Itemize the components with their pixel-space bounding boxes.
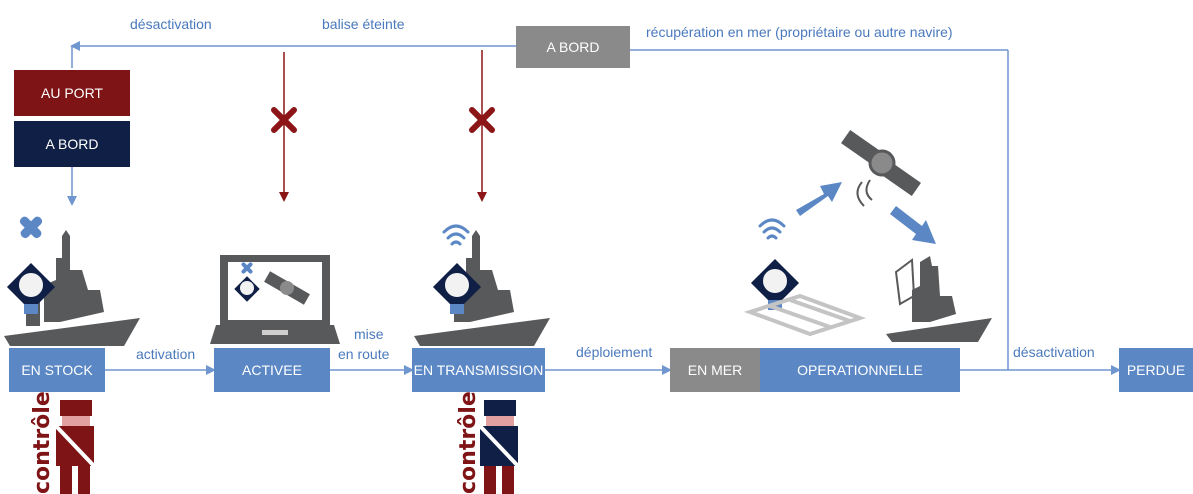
label-activation: activation xyxy=(136,346,196,362)
state-perdue: PERDUE xyxy=(1119,348,1193,392)
raft-icon xyxy=(743,293,867,337)
state-en-transmission: EN TRANSMISSION xyxy=(412,348,545,392)
arrow-icon xyxy=(796,182,842,216)
satellite-icon xyxy=(841,129,921,207)
label-desactivation-right: désactivation xyxy=(1013,344,1095,360)
cross-icon xyxy=(271,107,297,133)
state-en-stock: EN STOCK xyxy=(9,348,105,392)
label-desactivation-top: désactivation xyxy=(130,16,212,32)
guard-icon xyxy=(478,400,520,494)
beacon-icon xyxy=(750,258,800,310)
state-en-mer: EN MER xyxy=(670,348,760,392)
beacon-icon xyxy=(432,262,482,314)
a-bord-top-box: A BORD xyxy=(516,26,630,68)
controle-label-left: contrôle xyxy=(30,391,55,494)
guard-icon xyxy=(54,400,96,494)
signal-off-icon xyxy=(19,216,43,239)
state-operationnelle: OPERATIONNELLE xyxy=(760,348,960,392)
label-deploiement: déploiement xyxy=(576,344,653,360)
label-mise: mise xyxy=(354,326,384,342)
label-recuperation: récupération en mer (propriétaire ou aut… xyxy=(646,24,953,40)
label-balise-eteinte: balise éteinte xyxy=(322,16,405,32)
label-en-route: en route xyxy=(338,346,390,362)
a-bord-left-box: A BORD xyxy=(14,121,130,167)
laptop-icon xyxy=(210,255,340,344)
beacon-icon xyxy=(6,262,56,314)
cross-icon xyxy=(469,107,495,133)
state-activee: ACTIVEE xyxy=(214,348,330,392)
au-port-box: AU PORT xyxy=(14,70,130,116)
arrow-icon xyxy=(890,206,936,244)
ship-icon xyxy=(886,256,992,342)
signal-icon xyxy=(442,224,470,246)
controle-label-right: contrôle xyxy=(456,391,481,494)
signal-icon xyxy=(758,218,786,240)
